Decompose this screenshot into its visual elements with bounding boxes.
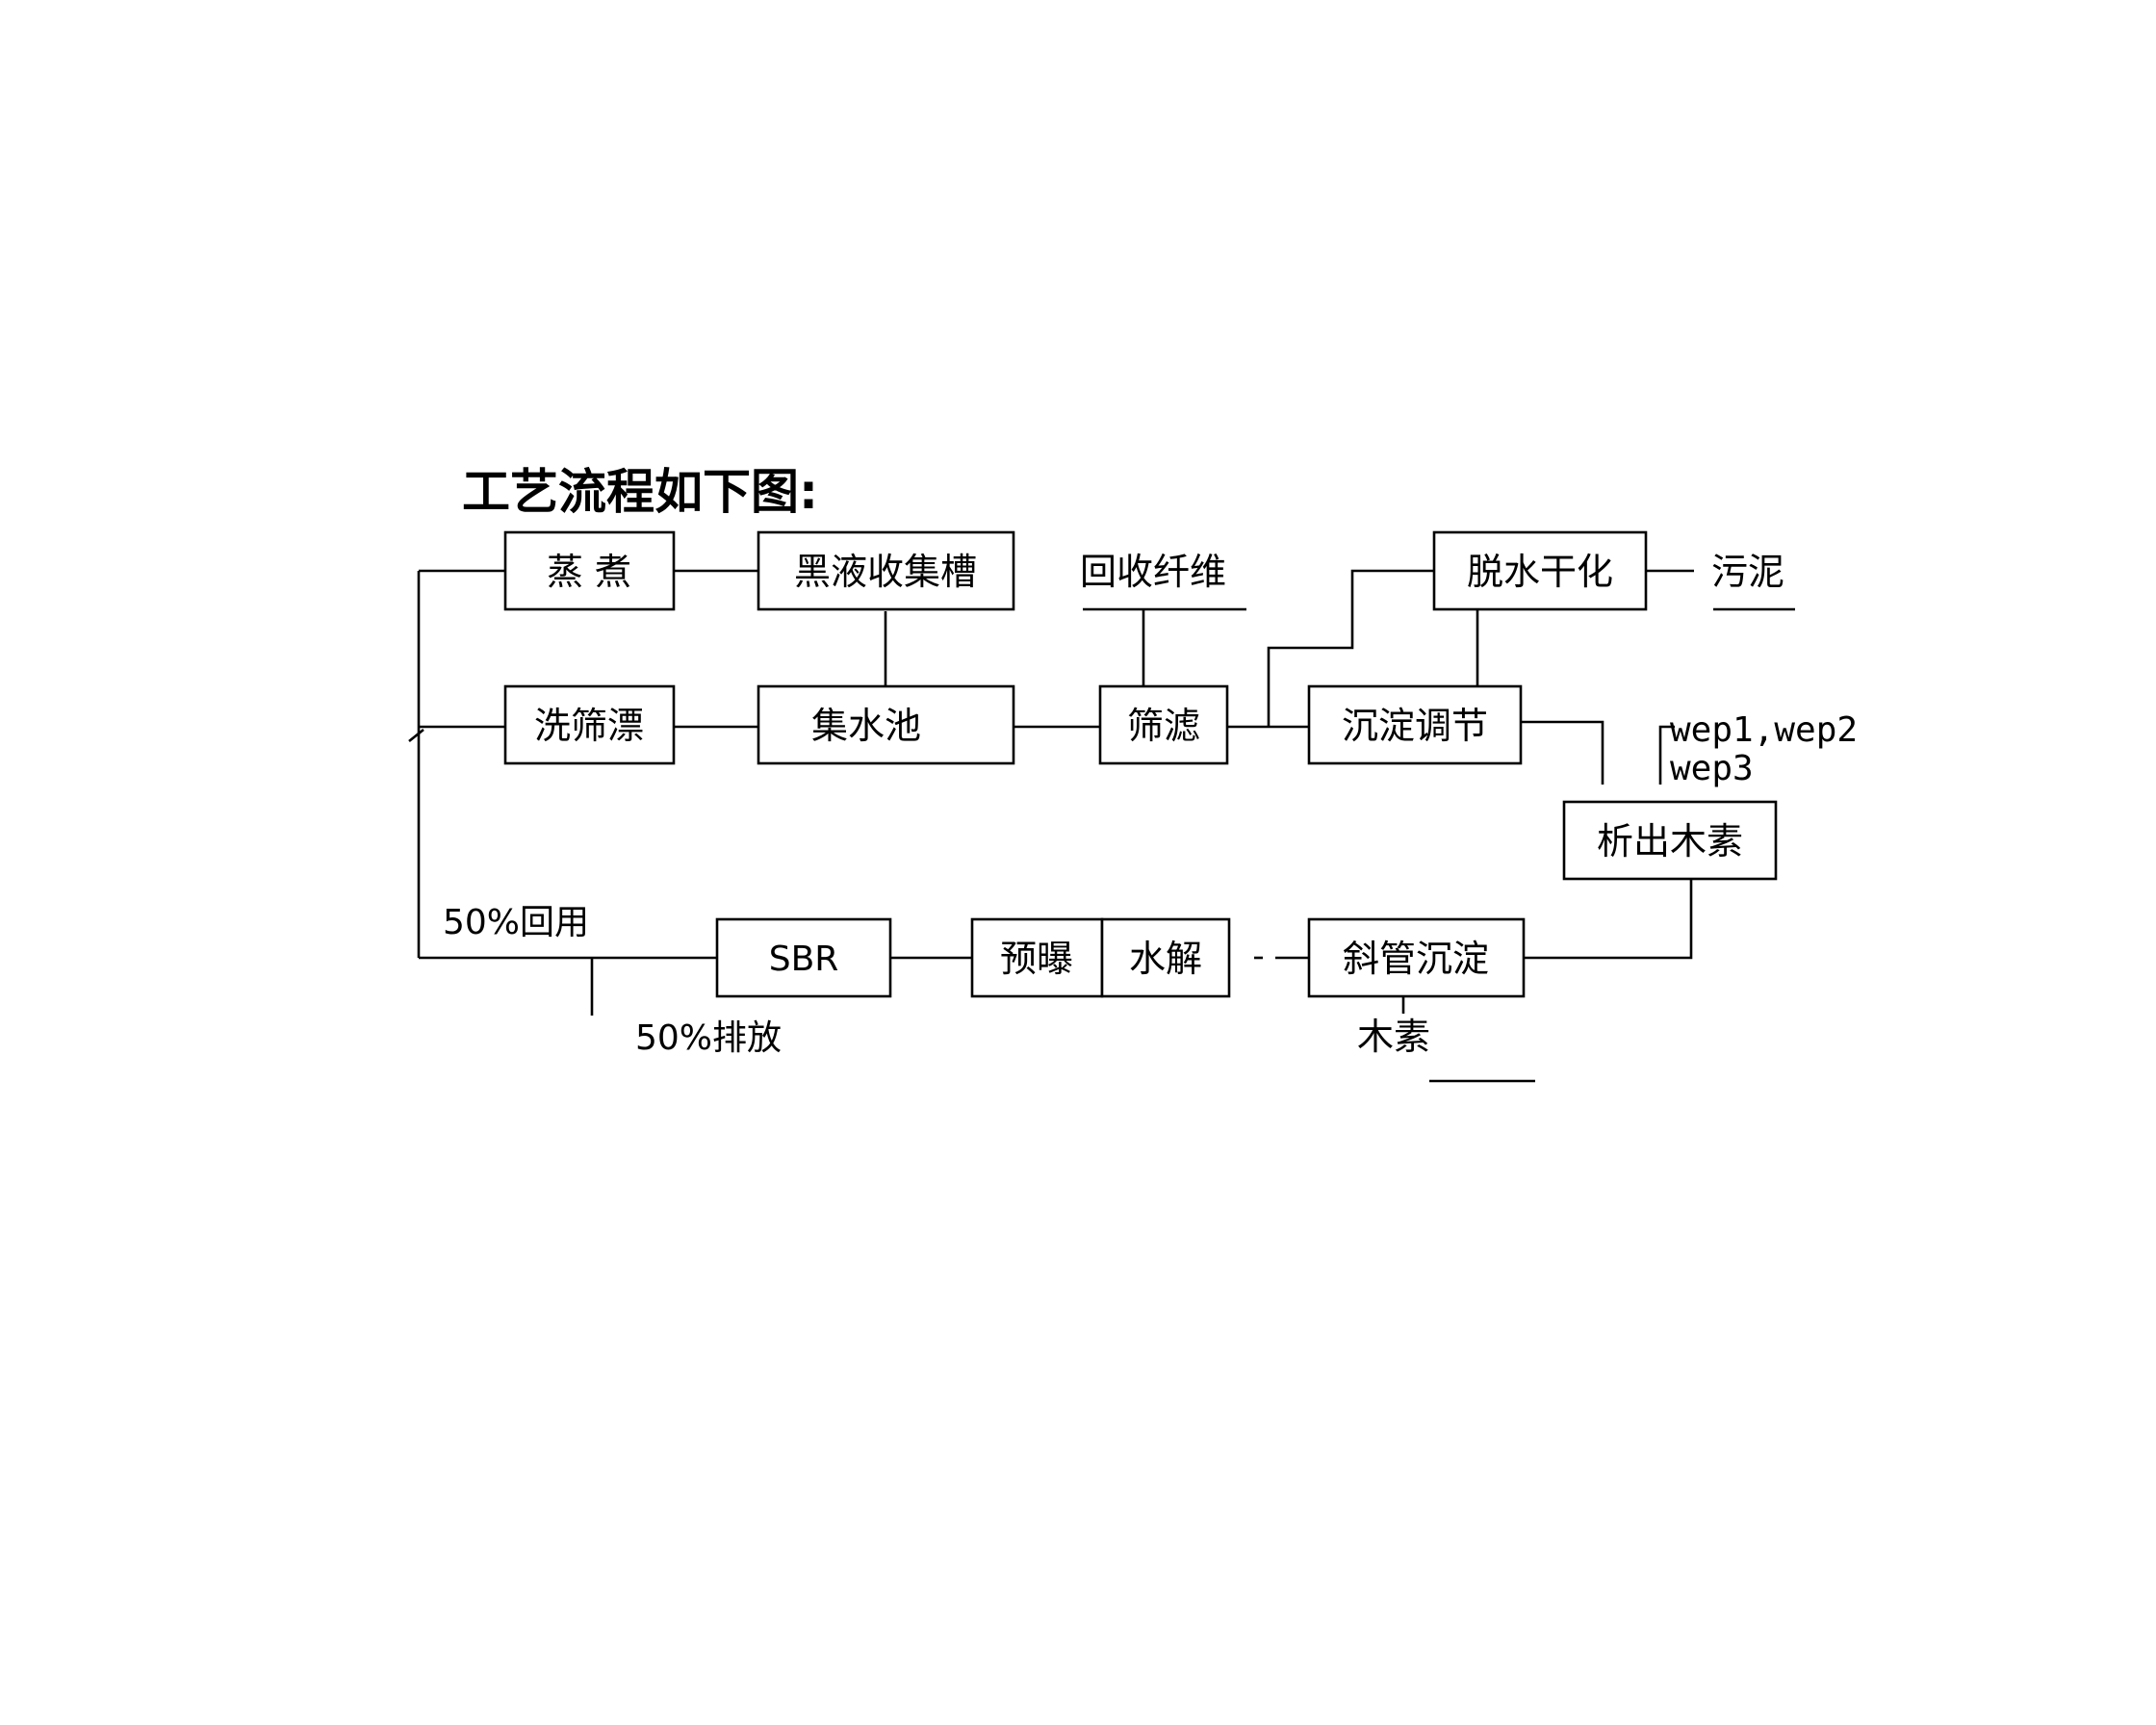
node-settle-adjust: 沉淀调节 <box>1307 684 1523 765</box>
node-hydrolysis: 水解 <box>1100 917 1231 998</box>
label-sludge: 污泥 <box>1711 551 1784 593</box>
node-label: 预曝 <box>1000 938 1073 980</box>
label-recovered-fiber: 回收纤维 <box>1080 551 1226 593</box>
node-wash-screen-bleach: 洗筛漂 <box>503 684 676 765</box>
node-dewater-dry: 脱水干化 <box>1432 530 1648 611</box>
node-label: SBR <box>769 940 839 979</box>
node-collection-pool: 集水池 <box>757 684 1015 765</box>
node-label: 脱水干化 <box>1467 551 1613 593</box>
node-steam-cook: 蒸 煮 <box>503 530 676 611</box>
node-label: 斜管沉淀 <box>1343 938 1489 980</box>
node-label: 集水池 <box>811 705 921 747</box>
node-screen-filter: 筛滤 <box>1098 684 1229 765</box>
node-pre-aeration: 预曝 <box>970 917 1104 998</box>
connector-lines <box>408 569 1795 1083</box>
label-lignin: 木素 <box>1357 1016 1430 1058</box>
node-label: 筛滤 <box>1127 705 1200 747</box>
node-inclined-tube-settle: 斜管沉淀 <box>1307 917 1526 998</box>
node-label: 黑液收集槽 <box>794 551 977 593</box>
diagram-title: 工艺流程如下图: <box>462 464 818 520</box>
node-label: 洗筛漂 <box>534 705 644 747</box>
label-reuse-50: 50%回用 <box>443 903 589 942</box>
label-discharge-50: 50%排放 <box>635 1018 782 1058</box>
node-black-liquor-tank: 黑液收集槽 <box>757 530 1015 611</box>
node-sbr: SBR <box>715 917 892 998</box>
label-wep-line1: wep1,wep2 <box>1670 710 1858 750</box>
node-label: 蒸 煮 <box>547 551 631 593</box>
label-wep-line2: wep3 <box>1670 749 1754 788</box>
node-lignin-precipitate: 析出木素 <box>1562 800 1778 881</box>
node-label: 水解 <box>1129 938 1202 980</box>
node-label: 析出木素 <box>1597 820 1743 862</box>
node-label: 沉淀调节 <box>1342 705 1488 747</box>
